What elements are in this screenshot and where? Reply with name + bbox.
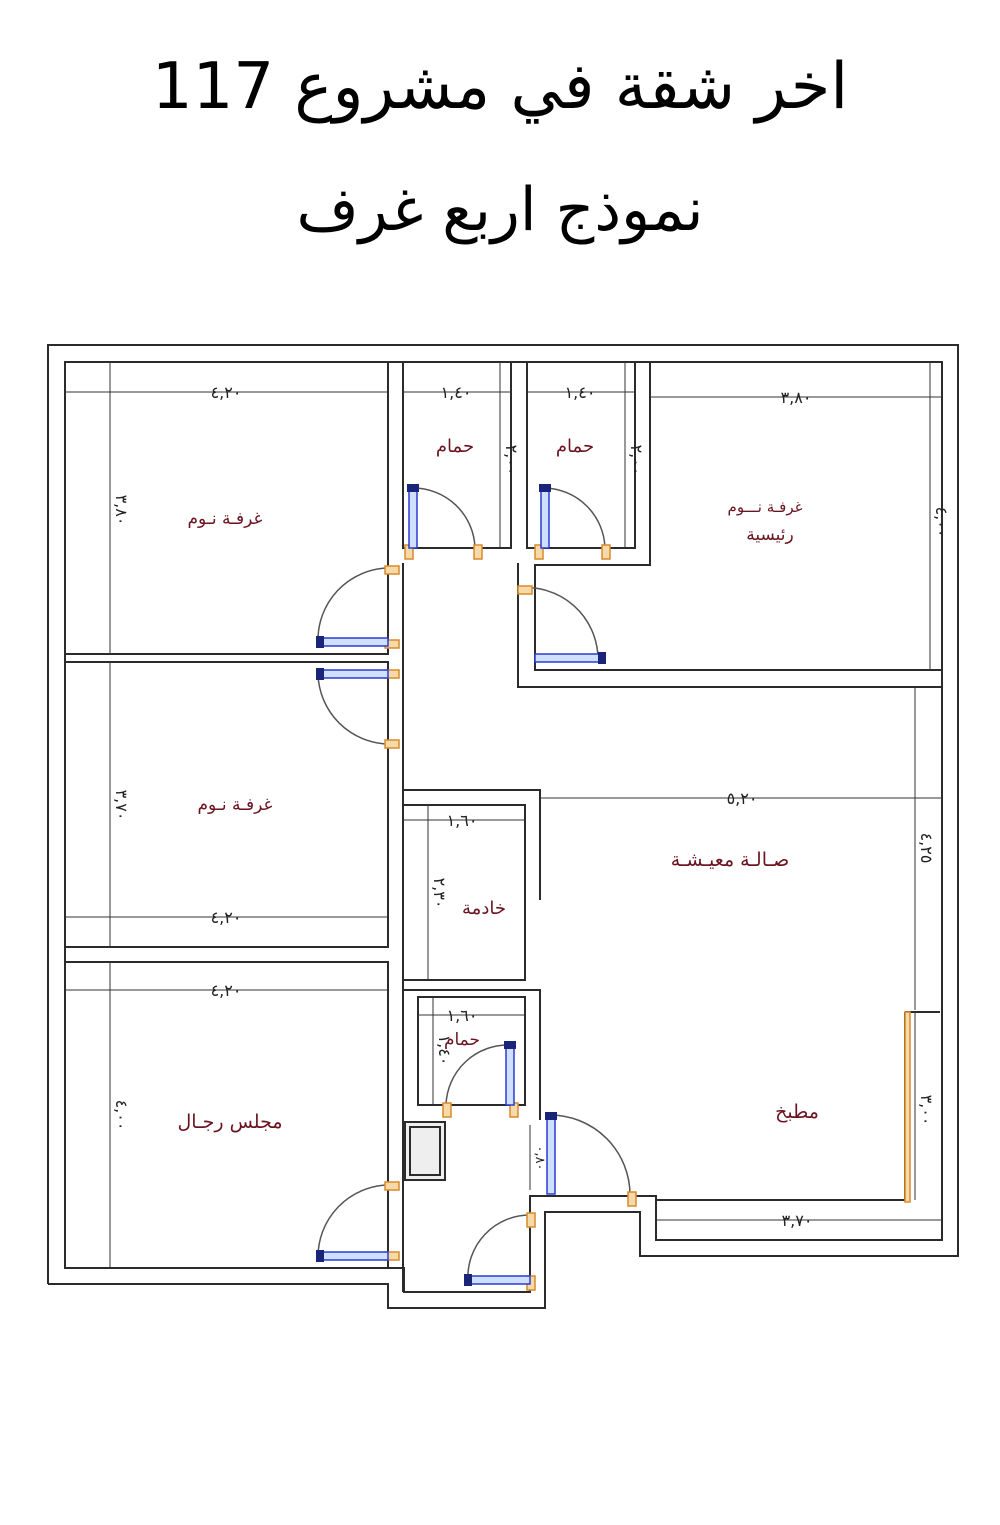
dim-kitchen-height: ٣,٠٠ xyxy=(917,1095,936,1126)
dim-living-height: ٤,٢٥ xyxy=(917,833,936,864)
room-label-kitchen: مطبخ xyxy=(775,1101,819,1123)
room-label-bedroom-2: غرفـة نـوم xyxy=(198,795,273,815)
dim-bed2-width: ٤,٢٠ xyxy=(211,908,242,927)
dim-majlis-width: ٤,٢٠ xyxy=(211,981,242,1000)
room-label-living: صـالـة معيـشـة xyxy=(671,849,789,871)
dim-bath3-height: ١,٤٠ xyxy=(435,1035,454,1066)
door-leaves xyxy=(317,485,606,1285)
dimension-labels: ٤,٢٠ ٣,٨٠ ١,٤٠ ٢,٠٠ ١,٤٠ ٢,٠٠ ٣,٨٠ ٤,٠٠ … xyxy=(112,383,951,1230)
page-title: اخر شقة في مشروع 117 xyxy=(151,50,849,124)
dim-bath1-height: ٢,٠٠ xyxy=(502,445,521,476)
dim-maid-height: ٢,٣٠ xyxy=(430,878,449,909)
room-label-bath-2: حمام xyxy=(556,436,594,457)
dim-bed2-height: ٣,٧٠ xyxy=(112,790,131,821)
dim-master-width: ٣,٨٠ xyxy=(781,388,812,407)
dim-bath2-height: ٢,٠٠ xyxy=(627,445,646,476)
room-label-master-line2: رئيسية xyxy=(746,525,793,545)
room-label-majlis: مجلس رجـال xyxy=(177,1111,282,1133)
dim-bath1-width: ١,٤٠ xyxy=(441,383,472,402)
dim-corridor-small: ٠,٨٠ xyxy=(532,1145,547,1170)
dim-bed1-height: ٣,٨٠ xyxy=(112,495,131,526)
room-label-bath-1: حمام xyxy=(436,436,474,457)
outer-walls xyxy=(47,344,959,1309)
room-label-maid: خادمة xyxy=(462,898,506,919)
room-labels: غرفـة نـوم حمام حمام غرفـة نـــوم رئيسية… xyxy=(177,436,818,1133)
dim-master-height: ٤,٠٠ xyxy=(932,507,951,538)
dim-bed1-width: ٤,٢٠ xyxy=(211,383,242,402)
dimension-lines xyxy=(65,362,942,1268)
window-caps xyxy=(316,484,606,1286)
dim-living-width: ٥,٢٠ xyxy=(727,789,758,808)
doors xyxy=(317,487,631,1281)
page-subtitle: نموذج اربع غرف xyxy=(296,175,704,245)
room-label-bedroom-1: غرفـة نـوم xyxy=(188,509,263,529)
door-frames xyxy=(384,544,911,1291)
partitions xyxy=(64,361,942,1292)
dim-majlis-height: ٤,٠٠ xyxy=(112,1100,131,1131)
dim-maid-width: ١,٦٠ xyxy=(447,811,478,830)
dim-bath2-width: ١,٤٠ xyxy=(565,383,596,402)
room-label-bath-3: حمام xyxy=(444,1030,480,1050)
room-label-master-line1: غرفـة نـــوم xyxy=(728,498,803,516)
dim-kitchen-width: ٣,٧٠ xyxy=(782,1211,813,1230)
dim-bath3-width: ١,٦٠ xyxy=(447,1006,478,1025)
